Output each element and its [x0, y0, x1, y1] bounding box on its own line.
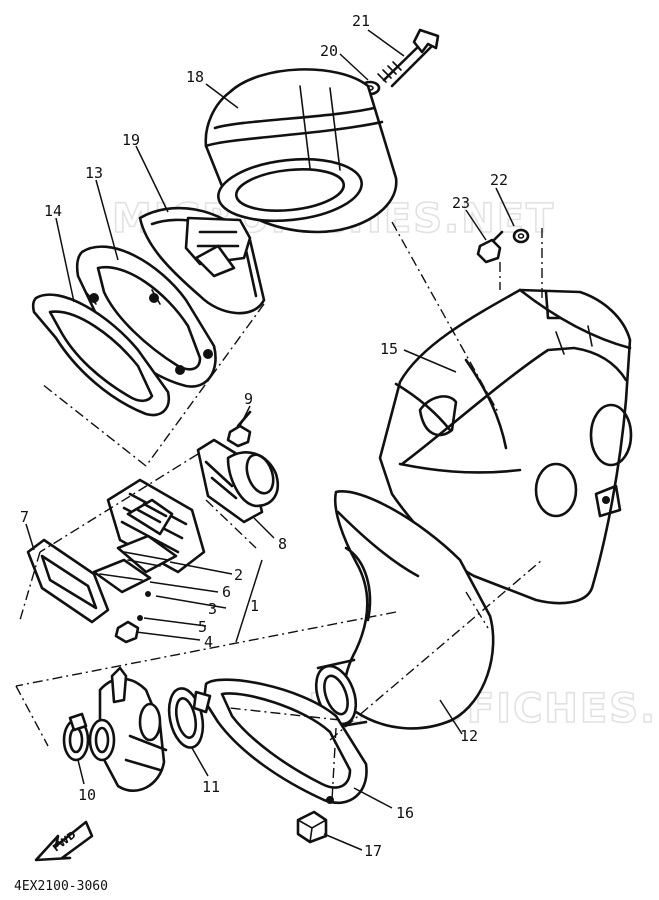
callout-13: 13 [85, 164, 103, 182]
callout-21: 21 [352, 12, 370, 30]
part-5-washer [137, 615, 143, 621]
leader-lines [25, 29, 515, 851]
drawing-code: 4EX2100-3060 [14, 879, 108, 894]
part-4-screw [114, 620, 140, 644]
callout-14: 14 [44, 202, 62, 220]
callout-7: 7 [20, 508, 29, 526]
callout-3: 3 [208, 600, 217, 618]
part-18-air-filter [204, 68, 398, 234]
callout-6: 6 [222, 583, 231, 601]
part-8-carburetor-joint [196, 438, 279, 524]
callout-19: 19 [122, 131, 140, 149]
callout-12: 12 [460, 727, 478, 745]
alignment-lines [15, 221, 543, 801]
part-22-washer [512, 228, 530, 244]
part-21-bolt [377, 28, 440, 88]
callout-8: 8 [278, 535, 287, 553]
callout-labels: 21 20 18 19 13 14 15 22 23 9 8 7 2 6 1 3… [20, 12, 508, 860]
part-3-screw [145, 591, 151, 597]
part-23-bolt [476, 230, 504, 264]
part-9-bolt [226, 410, 252, 448]
part-6-reed-stopper [92, 558, 152, 594]
callout-10: 10 [78, 786, 96, 804]
callout-5: 5 [198, 618, 207, 636]
callout-18: 18 [186, 68, 204, 86]
callout-11: 11 [202, 778, 220, 796]
part-11-clamp [167, 687, 212, 749]
callout-17: 17 [364, 842, 382, 860]
part-2-reed-plates [116, 534, 178, 574]
callout-20: 20 [320, 42, 338, 60]
part-7-gasket [26, 538, 110, 624]
callout-15: 15 [380, 340, 398, 358]
part-16-clamp-ring [202, 678, 368, 805]
part-14-gasket [31, 293, 171, 417]
callout-2: 2 [234, 566, 243, 584]
fwd-arrow-icon: FWD [34, 820, 94, 862]
callout-9: 9 [244, 390, 253, 408]
callout-23: 23 [452, 194, 470, 212]
callout-22: 22 [490, 171, 508, 189]
callout-1: 1 [250, 597, 259, 615]
part-15-air-box [378, 288, 633, 605]
part-13-joint-plate [75, 245, 217, 388]
part-10-clamp [62, 712, 90, 762]
part-19-filter-guide [138, 206, 266, 315]
callout-4: 4 [204, 633, 213, 651]
part-17-nut [296, 810, 328, 844]
carburetor-body [88, 666, 168, 792]
callout-16: 16 [396, 804, 414, 822]
